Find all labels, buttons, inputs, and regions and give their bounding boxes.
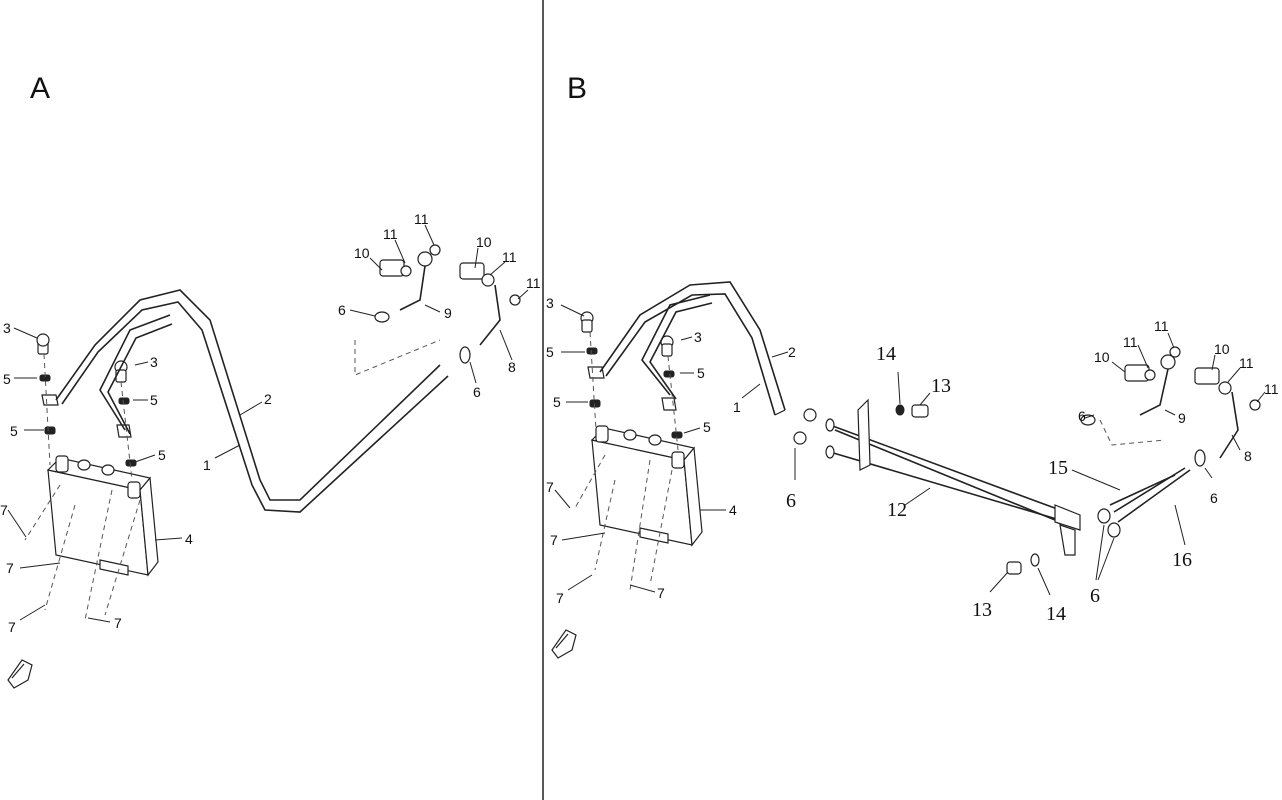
svg-text:16: 16 — [1172, 549, 1192, 571]
svg-text:7: 7 — [8, 619, 16, 635]
svg-text:12: 12 — [887, 499, 907, 521]
tube-1-2-b — [599, 281, 786, 416]
svg-text:11: 11 — [1123, 334, 1138, 350]
svg-text:14: 14 — [876, 343, 896, 365]
svg-text:10: 10 — [354, 245, 370, 261]
svg-text:5: 5 — [158, 447, 166, 463]
svg-text:8: 8 — [1244, 448, 1252, 464]
panel-label-b: B — [567, 72, 587, 105]
svg-text:6: 6 — [786, 490, 796, 512]
svg-text:7: 7 — [0, 502, 8, 518]
svg-text:5: 5 — [546, 344, 554, 360]
svg-text:11: 11 — [1264, 381, 1279, 397]
svg-text:4: 4 — [729, 502, 737, 518]
callouts-b: 3 5 5 3 5 5 4 1 2 7 7 7 7 6 6 6 6 10 11 … — [546, 295, 1279, 625]
svg-text:7: 7 — [556, 590, 564, 606]
svg-text:13: 13 — [972, 599, 992, 621]
svg-text:5: 5 — [703, 419, 711, 435]
fittings-upper-b — [1124, 346, 1261, 459]
fittings-upper-a — [374, 244, 521, 364]
svg-text:11: 11 — [1154, 318, 1169, 334]
svg-text:1: 1 — [733, 399, 741, 415]
fittings-a — [36, 333, 137, 467]
svg-text:1: 1 — [203, 457, 211, 473]
svg-text:8: 8 — [508, 359, 516, 375]
svg-text:6: 6 — [1210, 490, 1218, 506]
callouts-a: 3 5 5 3 5 5 4 1 2 7 7 7 7 6 6 10 11 11 1… — [0, 211, 541, 635]
svg-text:10: 10 — [1094, 349, 1110, 365]
panel-label-a: A — [30, 72, 50, 105]
svg-text:3: 3 — [150, 354, 158, 370]
fasteners-13-14 — [895, 404, 1040, 575]
svg-text:6: 6 — [473, 384, 481, 400]
svg-text:10: 10 — [1214, 341, 1230, 357]
svg-text:11: 11 — [383, 226, 398, 242]
tube-1-2-a — [55, 289, 449, 513]
leaders-a — [7, 224, 529, 623]
panel-b: B — [546, 72, 1279, 659]
leaders-b — [554, 304, 1266, 596]
svg-text:5: 5 — [3, 371, 11, 387]
svg-text:3: 3 — [694, 329, 702, 345]
svg-text:11: 11 — [414, 211, 429, 227]
svg-text:7: 7 — [6, 560, 14, 576]
oil-cooler-a — [46, 455, 159, 577]
svg-text:7: 7 — [546, 479, 554, 495]
svg-text:7: 7 — [550, 532, 558, 548]
svg-text:6: 6 — [338, 302, 346, 318]
svg-text:13: 13 — [931, 375, 951, 397]
svg-text:3: 3 — [546, 295, 554, 311]
svg-text:2: 2 — [264, 391, 272, 407]
svg-text:14: 14 — [1046, 603, 1066, 625]
fwd-arrow-icon-b — [551, 629, 577, 659]
pipes-15-16 — [1109, 467, 1191, 523]
fwd-arrow-icon-a — [7, 659, 33, 689]
clamps-6 — [793, 408, 1206, 538]
svg-text:5: 5 — [150, 392, 158, 408]
svg-text:9: 9 — [1178, 410, 1186, 426]
svg-text:7: 7 — [114, 615, 122, 631]
svg-text:15: 15 — [1048, 457, 1068, 479]
panel-a: A — [0, 72, 541, 689]
svg-text:5: 5 — [553, 394, 561, 410]
svg-text:11: 11 — [502, 249, 517, 265]
svg-text:10: 10 — [476, 234, 492, 250]
pipe-assembly-12 — [825, 398, 1081, 556]
svg-text:11: 11 — [1239, 355, 1254, 371]
svg-text:6: 6 — [1090, 585, 1100, 607]
svg-text:2: 2 — [788, 344, 796, 360]
svg-text:7: 7 — [657, 585, 665, 601]
svg-text:4: 4 — [185, 531, 193, 547]
svg-text:5: 5 — [697, 365, 705, 381]
svg-text:9: 9 — [444, 305, 452, 321]
svg-text:6: 6 — [1078, 408, 1086, 424]
svg-text:3: 3 — [3, 320, 11, 336]
oil-cooler-b — [590, 425, 703, 547]
svg-text:5: 5 — [10, 423, 18, 439]
svg-text:11: 11 — [526, 275, 541, 291]
